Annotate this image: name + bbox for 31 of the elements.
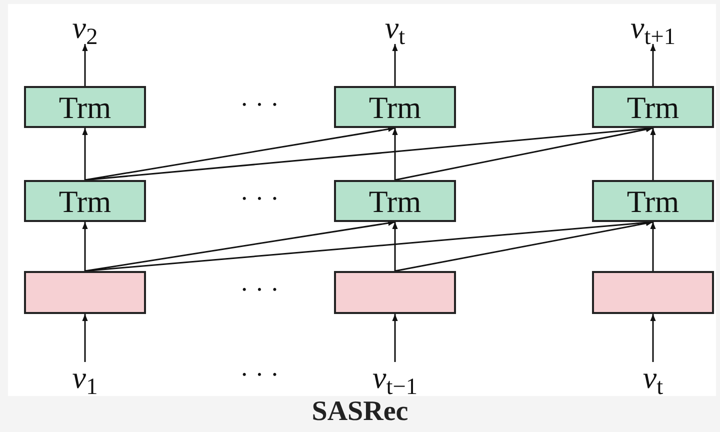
transformer-box: Trm [592, 86, 714, 128]
ellipsis: · · · [240, 92, 279, 118]
arrow [392, 222, 398, 271]
item-label: v$_{t−1}$ [345, 362, 445, 396]
arrow [650, 44, 656, 86]
item-label: v$_{t+1}$ [603, 12, 703, 46]
embedding-box [592, 271, 714, 314]
arrow [392, 128, 398, 180]
item-label: v$_{t}$ [603, 362, 703, 396]
transformer-box: Trm [24, 180, 146, 222]
item-label: v$_{t}$ [345, 12, 445, 46]
item-label: v$_{1}$ [35, 362, 135, 396]
arrow [394, 126, 654, 181]
arrow [82, 222, 88, 271]
transformer-box: Trm [24, 86, 146, 128]
ellipsis: · · · [240, 362, 279, 388]
caption: SASRec [312, 398, 408, 426]
ellipsis: · · · [240, 277, 279, 303]
arrow [82, 128, 88, 180]
item-label: v$_{2}$ [35, 12, 135, 46]
arrow [650, 128, 656, 180]
arrow [82, 44, 88, 86]
transformer-box: Trm [592, 180, 714, 222]
arrow [392, 44, 398, 86]
embedding-box [334, 271, 456, 314]
embedding-box [24, 271, 146, 314]
transformer-box: Trm [334, 180, 456, 222]
transformer-box: Trm [334, 86, 456, 128]
arrow [394, 220, 654, 272]
arrow [650, 222, 656, 271]
ellipsis: · · · [240, 186, 279, 212]
